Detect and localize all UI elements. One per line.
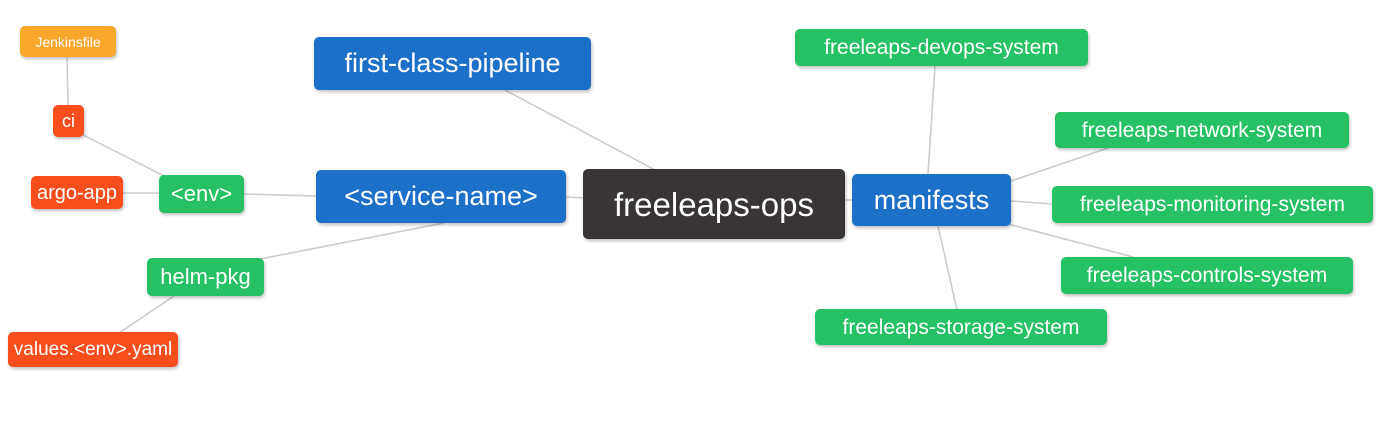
node-manifests[interactable]: manifests	[852, 174, 1011, 226]
node-env[interactable]: <env>	[159, 175, 244, 213]
node-monitoring-system[interactable]: freeleaps-monitoring-system	[1052, 186, 1373, 223]
node-network-system[interactable]: freeleaps-network-system	[1055, 112, 1349, 148]
edge-env-to-service-name	[243, 193, 317, 197]
node-freeleaps-ops[interactable]: freeleaps-ops	[583, 169, 845, 239]
node-ci[interactable]: ci	[53, 105, 84, 137]
node-label: helm-pkg	[160, 264, 251, 289]
edge-ci-to-env	[80, 133, 173, 181]
node-jenkinsfile[interactable]: Jenkinsfile	[20, 26, 116, 57]
node-devops-system[interactable]: freeleaps-devops-system	[795, 29, 1088, 66]
node-label: ci	[62, 111, 75, 131]
node-label: manifests	[873, 184, 990, 215]
node-label: first-class-pipeline	[344, 48, 561, 78]
node-label: freeleaps-devops-system	[824, 36, 1059, 59]
node-label: freeleaps-ops	[614, 185, 814, 223]
node-label: freeleaps-storage-system	[842, 315, 1080, 339]
node-label: <service-name>	[344, 181, 538, 211]
edge-service-name-to-freeleaps-ops	[565, 196, 587, 199]
node-service-name[interactable]: <service-name>	[316, 170, 566, 223]
node-label: argo-app	[36, 181, 118, 204]
edge-manifests-to-network-system	[1010, 147, 1109, 182]
node-label: freeleaps-network-system	[1081, 118, 1323, 142]
node-first-class-pipeline[interactable]: first-class-pipeline	[314, 37, 591, 90]
node-label: freeleaps-controls-system	[1086, 264, 1328, 287]
edge-manifests-to-devops-system	[927, 65, 936, 175]
node-label: freeleaps-monitoring-system	[1080, 193, 1345, 216]
edge-manifests-to-controls-system	[1007, 223, 1134, 258]
edge-first-class-pipeline-to-freeleaps-ops	[504, 89, 656, 171]
edge-jenkinsfile-to-ci	[66, 56, 69, 106]
node-storage-system[interactable]: freeleaps-storage-system	[815, 309, 1107, 345]
node-controls-system[interactable]: freeleaps-controls-system	[1061, 257, 1353, 294]
node-label: values.<env>.yaml	[13, 339, 173, 360]
node-label: <env>	[170, 181, 233, 206]
node-label: Jenkinsfile	[35, 33, 101, 50]
node-helm-pkg[interactable]: helm-pkg	[147, 258, 264, 296]
edge-service-name-to-helm-pkg	[259, 222, 445, 260]
edge-manifests-to-storage-system	[937, 225, 958, 311]
node-values-env-yaml[interactable]: values.<env>.yaml	[8, 332, 178, 367]
edge-helm-pkg-to-values-env-yaml	[118, 295, 175, 334]
node-argo-app[interactable]: argo-app	[31, 176, 123, 209]
edge-manifests-to-monitoring-system	[1010, 200, 1053, 205]
